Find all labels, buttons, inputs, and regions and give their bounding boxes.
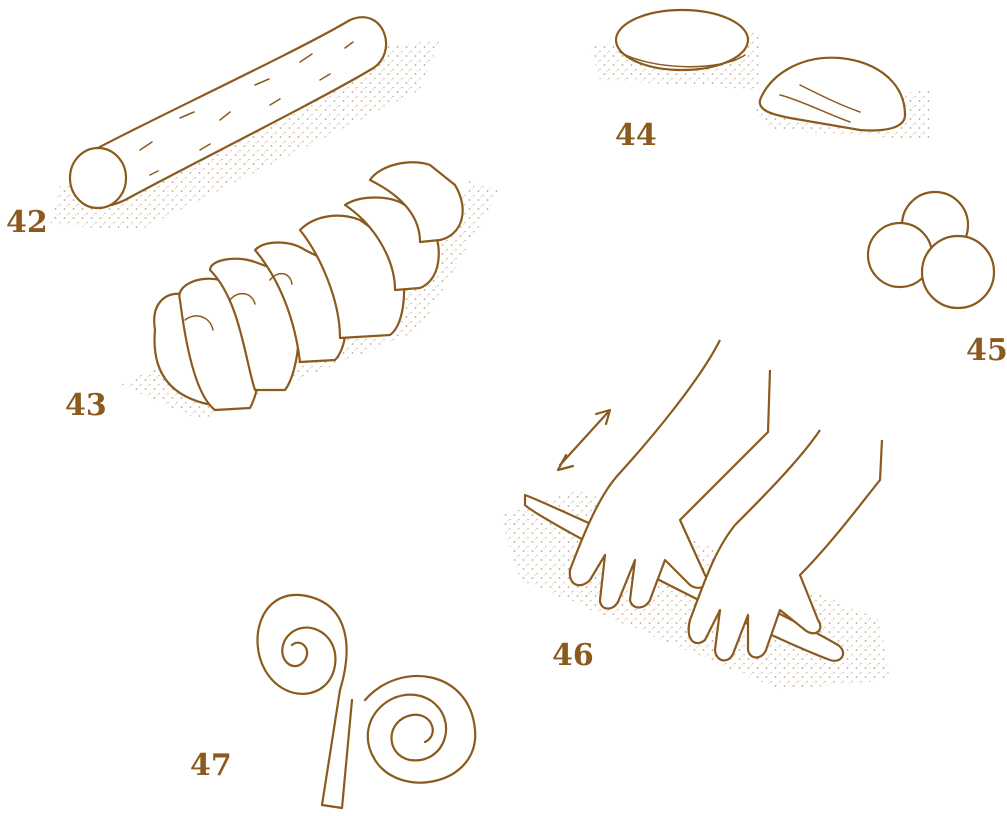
figure-label-46: 46 bbox=[552, 638, 594, 673]
figure-label-42: 42 bbox=[6, 205, 48, 240]
figure-label-45: 45 bbox=[966, 333, 1007, 368]
figure-45-dough-balls bbox=[868, 192, 994, 308]
figure-label-43: 43 bbox=[65, 388, 107, 423]
figure-label-47: 47 bbox=[190, 748, 232, 783]
figure-47-coiled-dough bbox=[258, 595, 476, 808]
figure-label-44: 44 bbox=[615, 118, 657, 153]
